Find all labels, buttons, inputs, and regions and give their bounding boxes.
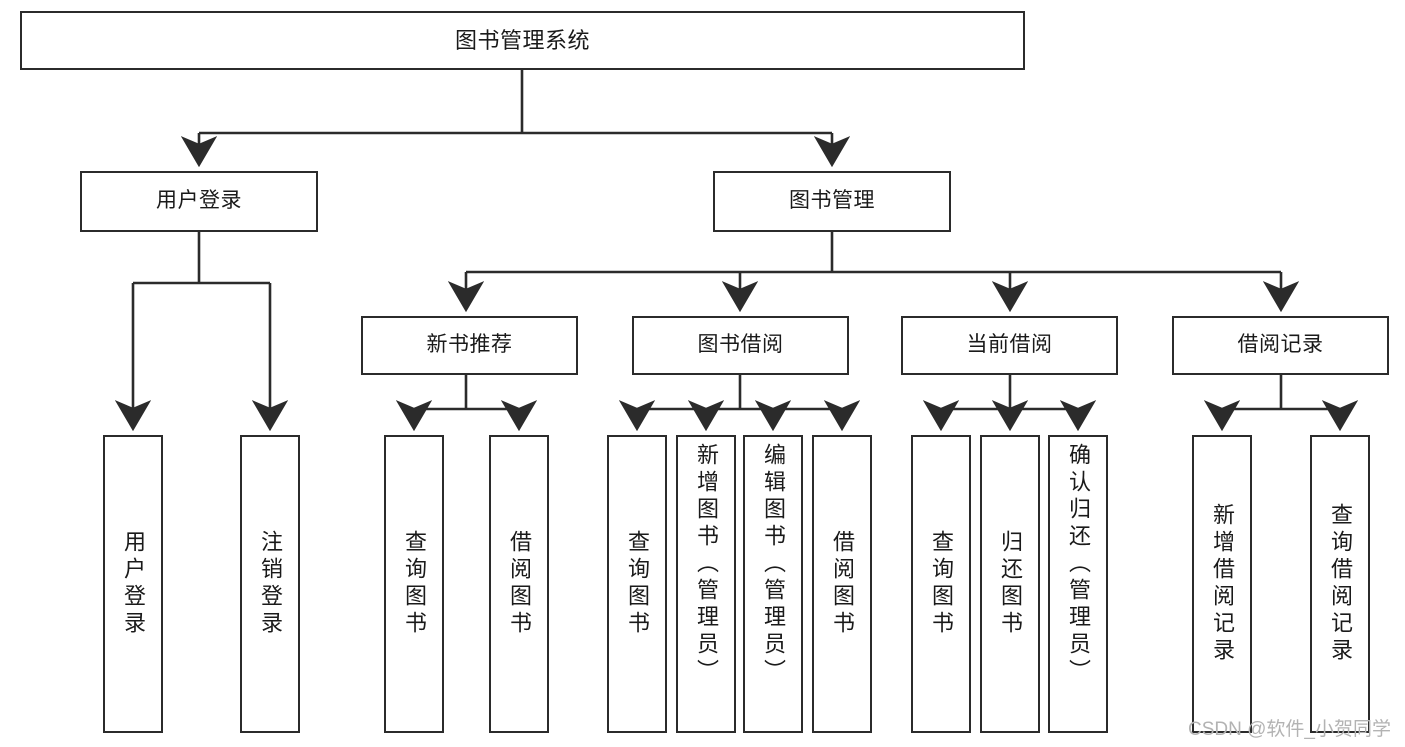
node-label: 查询图书 (625, 530, 650, 638)
leaf-add-book-admin[interactable]: 新增图书（管理员） (676, 435, 736, 733)
node-label: 用户登录 (156, 189, 242, 213)
leaf-add-borrow-record[interactable]: 新增借阅记录 (1192, 435, 1252, 733)
node-label: 查询图书 (402, 530, 427, 638)
csdn-watermark: CSDN @软件_小贺同学 (1188, 719, 1391, 740)
node-current-borrow[interactable]: 当前借阅 (901, 316, 1118, 375)
node-borrow-record[interactable]: 借阅记录 (1172, 316, 1389, 375)
node-label: 查询图书 (929, 530, 954, 638)
node-label: 借阅图书 (507, 530, 532, 638)
node-label: 图书管理系统 (454, 27, 590, 53)
leaf-query-borrow-record[interactable]: 查询借阅记录 (1310, 435, 1370, 733)
node-label: 图书借阅 (697, 333, 784, 357)
node-label: 当前借阅 (966, 333, 1053, 357)
leaf-query-book-newbook[interactable]: 查询图书 (384, 435, 444, 733)
node-label: 归还图书 (998, 530, 1023, 638)
node-label: 用户登录 (121, 530, 146, 638)
node-label: 确认归还（管理员） (1066, 443, 1091, 686)
node-label: 借阅记录 (1237, 333, 1324, 357)
leaf-borrow-book-newbook[interactable]: 借阅图书 (489, 435, 549, 733)
node-book-management-system[interactable]: 图书管理系统 (20, 11, 1025, 70)
leaf-confirm-return-admin[interactable]: 确认归还（管理员） (1048, 435, 1108, 733)
node-label: 注销登录 (258, 530, 283, 638)
leaf-query-book-borrow[interactable]: 查询图书 (607, 435, 667, 733)
node-label: 图书管理 (789, 189, 875, 213)
node-label: 新增图书（管理员） (694, 443, 719, 686)
node-label: 新增借阅记录 (1210, 503, 1235, 665)
node-label: 查询借阅记录 (1328, 503, 1353, 665)
node-label: 借阅图书 (830, 530, 855, 638)
leaf-user-login[interactable]: 用户登录 (103, 435, 163, 733)
leaf-return-book[interactable]: 归还图书 (980, 435, 1040, 733)
node-label: 新书推荐 (426, 333, 513, 357)
leaf-lend-book[interactable]: 借阅图书 (812, 435, 872, 733)
node-book-borrow[interactable]: 图书借阅 (632, 316, 849, 375)
node-book-management[interactable]: 图书管理 (713, 171, 951, 232)
leaf-edit-book-admin[interactable]: 编辑图书（管理员） (743, 435, 803, 733)
leaf-logout[interactable]: 注销登录 (240, 435, 300, 733)
node-label: 编辑图书（管理员） (761, 443, 786, 686)
leaf-query-book-current[interactable]: 查询图书 (911, 435, 971, 733)
node-new-book-recommend[interactable]: 新书推荐 (361, 316, 578, 375)
node-user-login[interactable]: 用户登录 (80, 171, 318, 232)
